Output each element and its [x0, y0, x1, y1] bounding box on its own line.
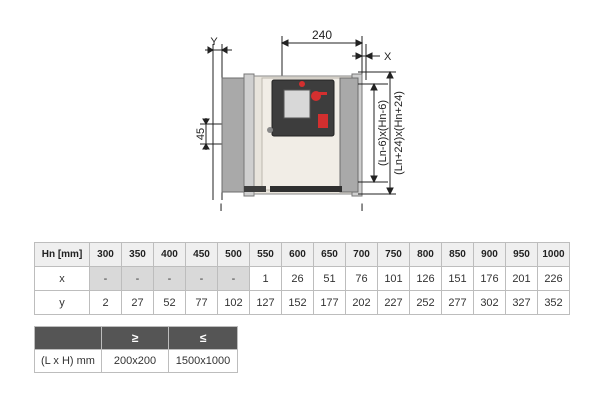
table-row-x: x - - - - - 1 26 51 76 101 126 151 176 2…: [34, 266, 570, 291]
table-cell: 1: [249, 266, 282, 291]
size-limits-table: ≥ ≤ (L x H) mm 200x200 1500x1000: [34, 326, 238, 373]
table-cell: 226: [537, 266, 570, 291]
label-inner-size: (Ln-6)x(Hn-6): [377, 100, 389, 166]
damper-drawing: Y 45 240 X: [195, 28, 405, 214]
axis-mark-right: I: [360, 202, 363, 214]
col-header: 500: [217, 242, 250, 267]
table-cell: 327: [505, 290, 538, 315]
label-45: 45: [195, 128, 207, 140]
table-cell: 202: [345, 290, 378, 315]
col-header: 900: [473, 242, 506, 267]
table-cell: -: [153, 266, 186, 291]
table-cell: 176: [473, 266, 506, 291]
table-cell: 51: [313, 266, 346, 291]
label-outer-size: (Ln+24)x(Hn+24): [393, 91, 405, 175]
table-cell: 76: [345, 266, 378, 291]
limits-corner: [34, 326, 102, 350]
col-header: 650: [313, 242, 346, 267]
col-header: 600: [281, 242, 314, 267]
row-label: x: [34, 266, 90, 291]
table-cell: 152: [281, 290, 314, 315]
table-cell: -: [217, 266, 250, 291]
col-header: 350: [121, 242, 154, 267]
max-size-value: 1500x1000: [168, 349, 238, 373]
table-cell: 201: [505, 266, 538, 291]
col-header: 850: [441, 242, 474, 267]
label-x: X: [384, 51, 392, 63]
limits-row-label: (L x H) mm: [34, 349, 102, 373]
offset-table-header: Hn [mm] 300 350 400 450 500 550 600 650 …: [34, 242, 570, 267]
x-dimension: [352, 44, 380, 80]
table-cell: 27: [121, 290, 154, 315]
table-cell: 277: [441, 290, 474, 315]
table-cell: -: [121, 266, 154, 291]
table-row-y: y 2 27 52 77 102 127 152 177 202 227 252…: [34, 290, 570, 315]
row-label: y: [34, 290, 90, 315]
table-cell: 127: [249, 290, 282, 315]
label-240: 240: [312, 28, 332, 42]
header-hn: Hn [mm]: [34, 242, 90, 267]
table-cell: 77: [185, 290, 218, 315]
table-cell: 52: [153, 290, 186, 315]
col-header: 1000: [537, 242, 570, 267]
table-cell: 252: [409, 290, 442, 315]
col-header: 550: [249, 242, 282, 267]
col-header: 400: [153, 242, 186, 267]
min-size-value: 200x200: [101, 349, 169, 373]
damper-unit: [221, 73, 363, 197]
table-cell: 302: [473, 290, 506, 315]
offset-table: Hn [mm] 300 350 400 450 500 550 600 650 …: [34, 242, 570, 315]
table-cell: -: [185, 266, 218, 291]
col-header: 800: [409, 242, 442, 267]
right-dimensions: [358, 70, 396, 196]
col-header: 950: [505, 242, 538, 267]
table-cell: 227: [377, 290, 410, 315]
table-cell: -: [89, 266, 122, 291]
table-cell: 2: [89, 290, 122, 315]
limits-row: (L x H) mm 200x200 1500x1000: [34, 349, 238, 373]
col-header: 750: [377, 242, 410, 267]
header-max: ≤: [168, 326, 238, 350]
label-y: Y: [210, 36, 218, 48]
col-header: 300: [89, 242, 122, 267]
col-header: 450: [185, 242, 218, 267]
table-cell: 177: [313, 290, 346, 315]
axis-mark-left: I: [219, 202, 222, 214]
header-min: ≥: [101, 326, 169, 350]
dimension-240: [280, 36, 364, 80]
col-header: 700: [345, 242, 378, 267]
table-cell: 102: [217, 290, 250, 315]
table-cell: 352: [537, 290, 570, 315]
table-cell: 26: [281, 266, 314, 291]
table-cell: 151: [441, 266, 474, 291]
table-cell: 126: [409, 266, 442, 291]
limits-header: ≥ ≤: [34, 326, 238, 350]
table-cell: 101: [377, 266, 410, 291]
